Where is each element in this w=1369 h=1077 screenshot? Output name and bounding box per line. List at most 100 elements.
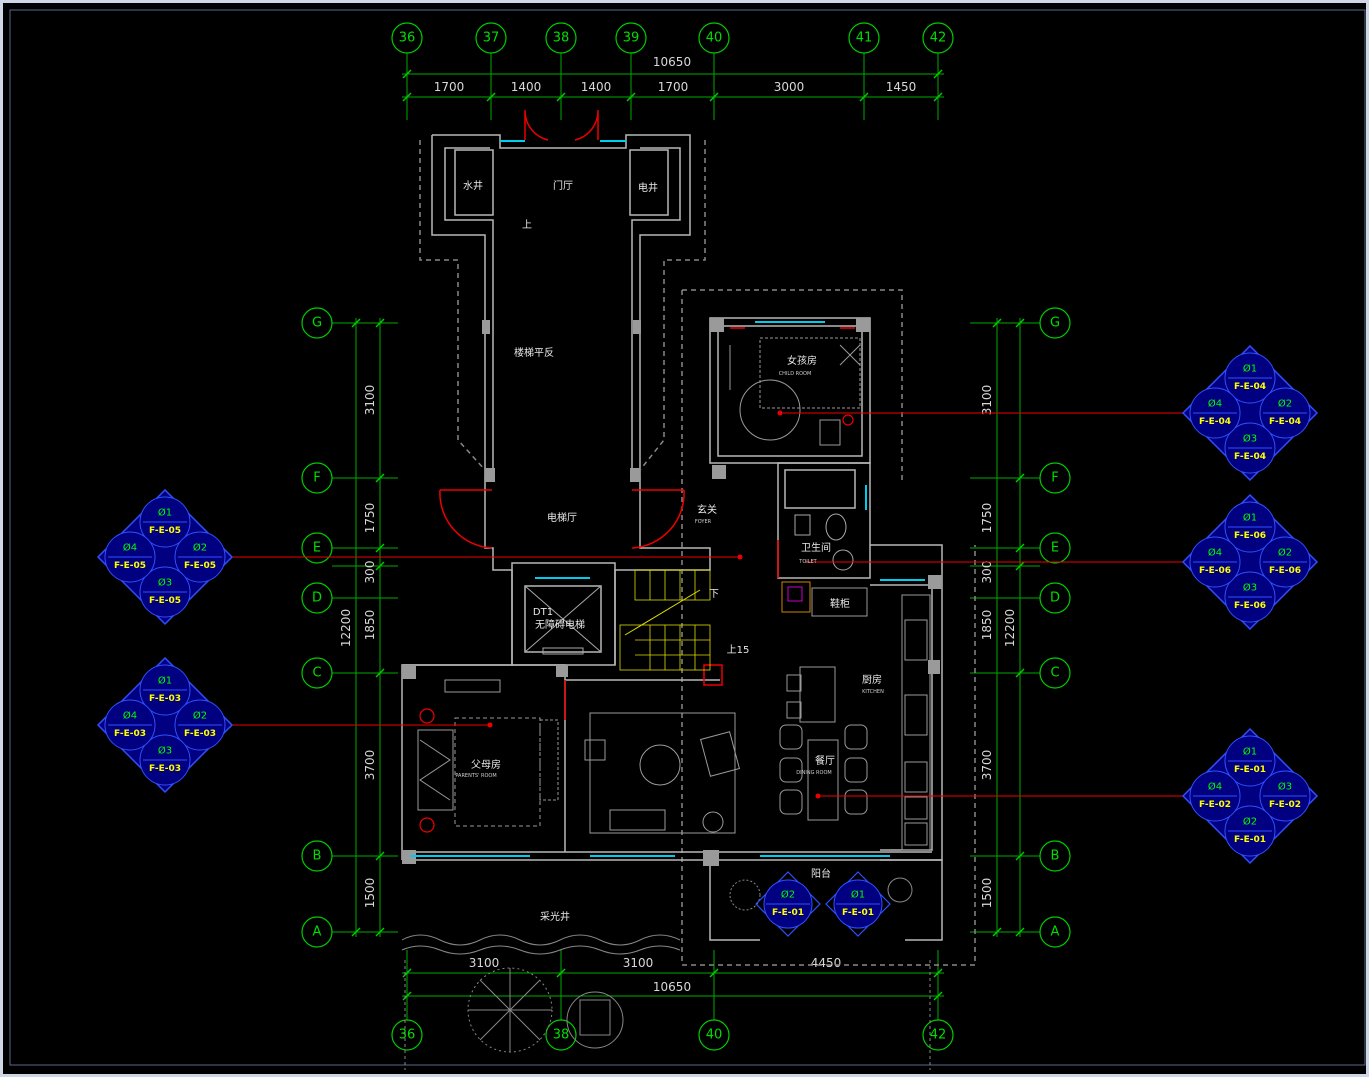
room-label-balcony: 阳台: [811, 867, 831, 880]
dim-right-total: 12200: [1003, 609, 1017, 647]
grid-bubble-E-right: [1039, 532, 1071, 564]
tag-number: Ø4: [1208, 547, 1222, 559]
dim-top-seg-1: 1700: [434, 80, 465, 94]
leader-dot-foyer: [737, 554, 743, 560]
tag-reference: F-E-04: [1234, 382, 1266, 392]
tag-number: Ø3: [1243, 582, 1257, 594]
dim-left-seg-1: 3100: [363, 385, 377, 416]
room-label-parents-room: 父母房: [471, 758, 501, 771]
tag-reference: F-E-04: [1199, 417, 1231, 427]
tag-reference: F-E-01: [1234, 835, 1266, 845]
tag-reference: F-E-06: [1269, 566, 1301, 576]
room-label-dining-en: DINING ROOM: [796, 770, 831, 776]
tag-reference: F-E-02: [1269, 800, 1301, 810]
room-label-kitchen: 厨房: [862, 673, 882, 686]
tag-number: Ø1: [1243, 363, 1257, 375]
grid-label-41: 41: [856, 31, 873, 46]
axis-grid: [332, 52, 1040, 1020]
tag-reference: F-E-06: [1234, 601, 1266, 611]
dim-bottom-seg-1: 3100: [469, 956, 500, 970]
room-label-bathroom-en: TOILET: [798, 559, 817, 565]
dim-right-seg-3: 300: [980, 561, 994, 584]
tag-reference: F-E-03: [184, 729, 216, 739]
grid-label-39: 39: [623, 31, 640, 46]
tag-number: Ø1: [158, 507, 172, 519]
dim-left-seg-3: 300: [363, 561, 377, 584]
grid-label-36-bottom: 36: [399, 1028, 416, 1043]
grid-label-F-right: F: [1051, 471, 1058, 486]
room-label-foyer-en: FOYER: [695, 519, 712, 525]
grid-bubble-38: [545, 22, 577, 54]
grid-bubble-F-left: [301, 462, 333, 494]
stair-label-down: 下: [709, 589, 719, 600]
stairs: [619, 569, 711, 671]
grid-label-42: 42: [930, 31, 947, 46]
grid-bubble-37: [475, 22, 507, 54]
grid-label-40-bottom: 40: [706, 1028, 723, 1043]
grid-label-36: 36: [399, 31, 416, 46]
grid-label-D-right: D: [1050, 591, 1060, 606]
grid-bubble-E-left: [301, 532, 333, 564]
grid-bubble-36-bottom: [391, 1019, 423, 1051]
dim-bottom-total: 10650: [653, 980, 691, 994]
dim-top-seg-4: 1700: [658, 80, 689, 94]
elevator-code: DT1: [533, 607, 553, 618]
grid-label-C-left: C: [312, 666, 321, 681]
living-room-furniture: [584, 712, 741, 834]
room-label-water-shaft: 水井: [463, 179, 483, 192]
tag-number: Ø3: [158, 577, 172, 589]
tag-reference: F-E-03: [114, 729, 146, 739]
tag-number: Ø2: [781, 889, 795, 901]
windows: [410, 140, 925, 857]
room-label-bathroom: 卫生间: [801, 541, 831, 554]
leader-dot-parents-room: [487, 722, 493, 728]
dim-top-seg-5: 3000: [774, 80, 805, 94]
grid-bubble-C-left: [301, 657, 333, 689]
balcony-elevation-tag: Ø2F-E-01: [755, 871, 821, 937]
balcony-elevation-tag: Ø1F-E-01: [825, 871, 891, 937]
tag-number: Ø3: [1278, 781, 1292, 793]
dining-kitchen-furniture: [779, 587, 931, 851]
grid-bubble-42: [922, 22, 954, 54]
grid-bubble-D-left: [301, 582, 333, 614]
grid-bubble-B-right: [1039, 840, 1071, 872]
dim-top-seg-6: 1450: [886, 80, 917, 94]
grid-bubble-40-bottom: [698, 1019, 730, 1051]
grid-label-E-right: E: [1051, 541, 1059, 556]
grid-bubble-A-right: [1039, 916, 1071, 948]
bathroom-fixtures: [781, 513, 854, 613]
grid-label-A-left: A: [313, 925, 322, 940]
dim-left-seg-6: 1500: [363, 878, 377, 909]
wall-columns: [402, 318, 942, 866]
tag-reference: F-E-06: [1234, 531, 1266, 541]
leader-dot-dining: [815, 793, 821, 799]
grid-bubble-B-left: [301, 840, 333, 872]
dim-right-seg-5: 3700: [980, 750, 994, 781]
dimension-ticks: [351, 69, 1025, 1001]
tag-reference: F-E-02: [1199, 800, 1231, 810]
tag-reference: F-E-03: [149, 764, 181, 774]
walls: [401, 134, 976, 966]
dim-top-seg-2: 1400: [511, 80, 542, 94]
tag-number: Ø1: [851, 889, 865, 901]
grid-bubble-38-bottom: [545, 1019, 577, 1051]
tag-number: Ø4: [123, 710, 137, 722]
grid-label-38: 38: [553, 31, 570, 46]
drawing-frame: [9, 9, 1366, 1066]
room-label-foyer: 玄关: [697, 503, 717, 516]
grid-label-A-right: A: [1051, 925, 1060, 940]
tag-reference: F-E-05: [114, 561, 146, 571]
grid-bubble-A-left: [301, 916, 333, 948]
grid-label-G-right: G: [1050, 316, 1060, 331]
dim-right-seg-4: 1850: [980, 610, 994, 641]
tag-reference: F-E-05: [184, 561, 216, 571]
dim-left-seg-4: 1850: [363, 610, 377, 641]
tag-reference: F-E-01: [772, 908, 804, 918]
grid-bubble-36: [391, 22, 423, 54]
grid-bubble-G-right: [1039, 307, 1071, 339]
